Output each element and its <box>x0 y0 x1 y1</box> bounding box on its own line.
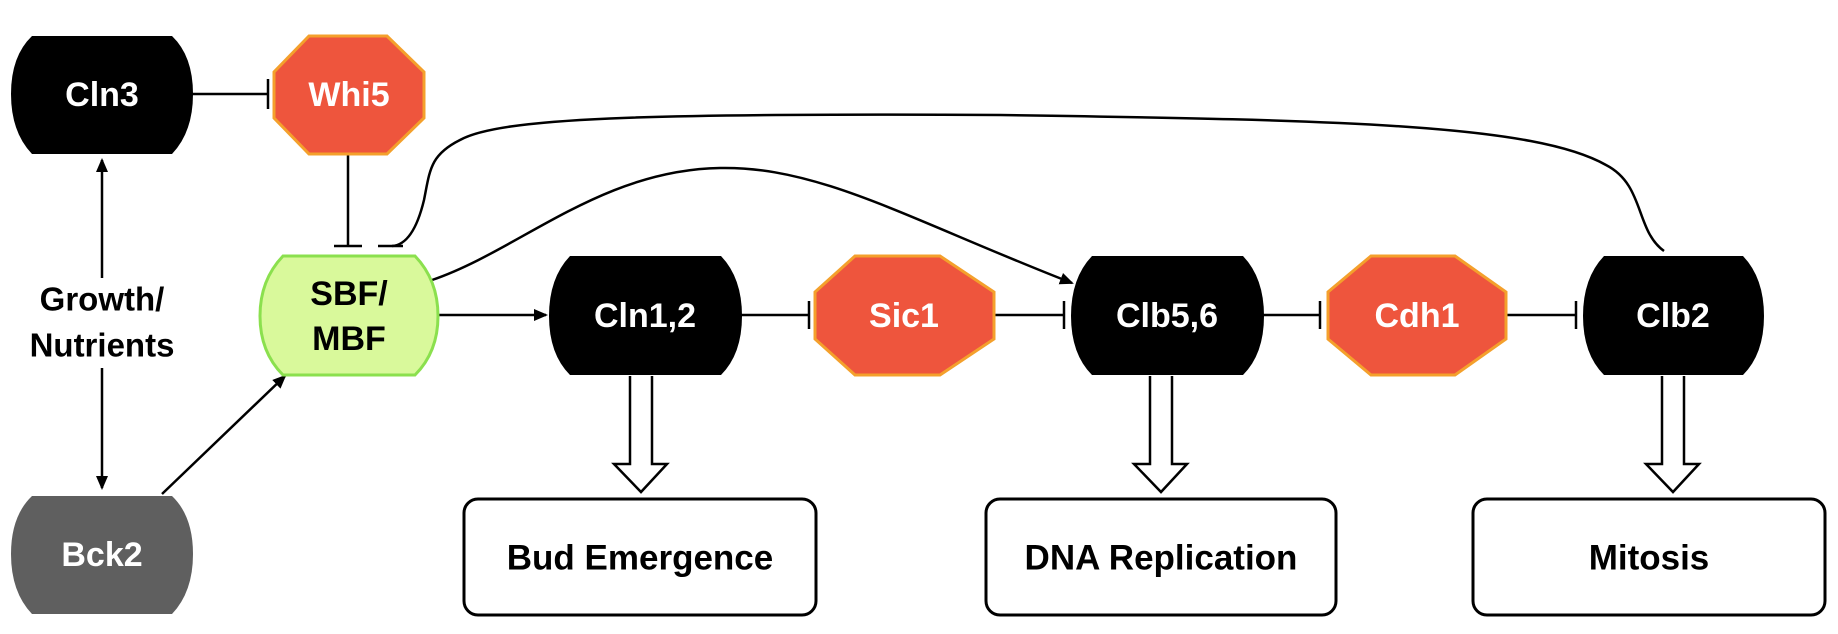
clb56-shape <box>1071 256 1264 375</box>
dna-replication-box <box>984 497 1338 617</box>
bck2-label: Bck2 <box>61 536 142 574</box>
edge-cdh1-inhibits-clb2 <box>1506 301 1578 329</box>
clb2-shape <box>1583 256 1764 375</box>
growth-label-line2: Nutrients <box>30 327 175 364</box>
node-cdh1: Cdh1 <box>1326 254 1508 377</box>
node-clb56: Clb5,6 <box>1071 256 1264 375</box>
cln3-shape <box>11 36 193 154</box>
edge-clb2-inhibits-sbf-mbf <box>378 113 1665 253</box>
edges <box>96 79 1665 495</box>
node-bck2: Bck2 <box>11 496 193 614</box>
clb56-label: Clb5,6 <box>1116 297 1218 335</box>
dna-replication-label: DNA Replication <box>1025 539 1298 578</box>
sic1-label: Sic1 <box>869 297 939 335</box>
clb2-label: Clb2 <box>1636 297 1710 335</box>
node-sbf-mbf: SBF/ MBF <box>258 254 440 377</box>
growth-label-line1: Growth/ <box>40 281 165 318</box>
growth-nutrients-label: Growth/ Nutrients <box>30 281 175 364</box>
bud-emergence-box <box>462 497 818 617</box>
phase-bud-emergence: Bud Emergence <box>462 497 818 617</box>
edge-sbf-mbf-activates-clb56 <box>431 166 1074 285</box>
edge-bck2-activates-sbf-mbf <box>161 374 287 495</box>
mitosis-label: Mitosis <box>1589 539 1710 578</box>
whi5-shape <box>272 34 426 156</box>
drive-arrows <box>611 376 1702 494</box>
node-cln12: Cln1,2 <box>549 256 742 375</box>
drive-arrow-cln12-bud <box>611 376 670 494</box>
edge-cln12-inhibits-sic1 <box>741 301 811 329</box>
cdh1-shape <box>1326 254 1508 377</box>
edge-whi5-inhibits-sbf-mbf <box>334 154 362 248</box>
edge-sic1-inhibits-clb56 <box>994 301 1066 329</box>
edge-cln3-inhibits-whi5 <box>192 79 270 109</box>
node-sic1: Sic1 <box>813 254 996 377</box>
drive-arrow-clb56-dna <box>1131 376 1190 494</box>
sic1-shape <box>813 254 996 377</box>
cln3-label: Cln3 <box>65 76 139 114</box>
whi5-label: Whi5 <box>308 76 389 114</box>
node-whi5: Whi5 <box>272 34 426 156</box>
bud-emergence-label: Bud Emergence <box>507 539 773 578</box>
node-cln3: Cln3 <box>11 36 193 154</box>
sbf-mbf-label-line1: SBF/ <box>310 275 388 313</box>
sbf-mbf-label-line2: MBF <box>312 320 386 358</box>
sbf-mbf-shape <box>258 254 440 377</box>
node-clb2: Clb2 <box>1583 256 1764 375</box>
bck2-shape <box>11 496 193 614</box>
cln12-shape <box>549 256 742 375</box>
cdh1-label: Cdh1 <box>1375 297 1460 335</box>
drive-arrow-clb2-mitosis <box>1643 376 1702 494</box>
phase-dna-replication: DNA Replication <box>984 497 1338 617</box>
cln12-label: Cln1,2 <box>594 297 696 335</box>
edge-clb56-inhibits-cdh1 <box>1263 301 1322 329</box>
mitosis-box <box>1471 497 1827 617</box>
phase-mitosis: Mitosis <box>1471 497 1827 617</box>
